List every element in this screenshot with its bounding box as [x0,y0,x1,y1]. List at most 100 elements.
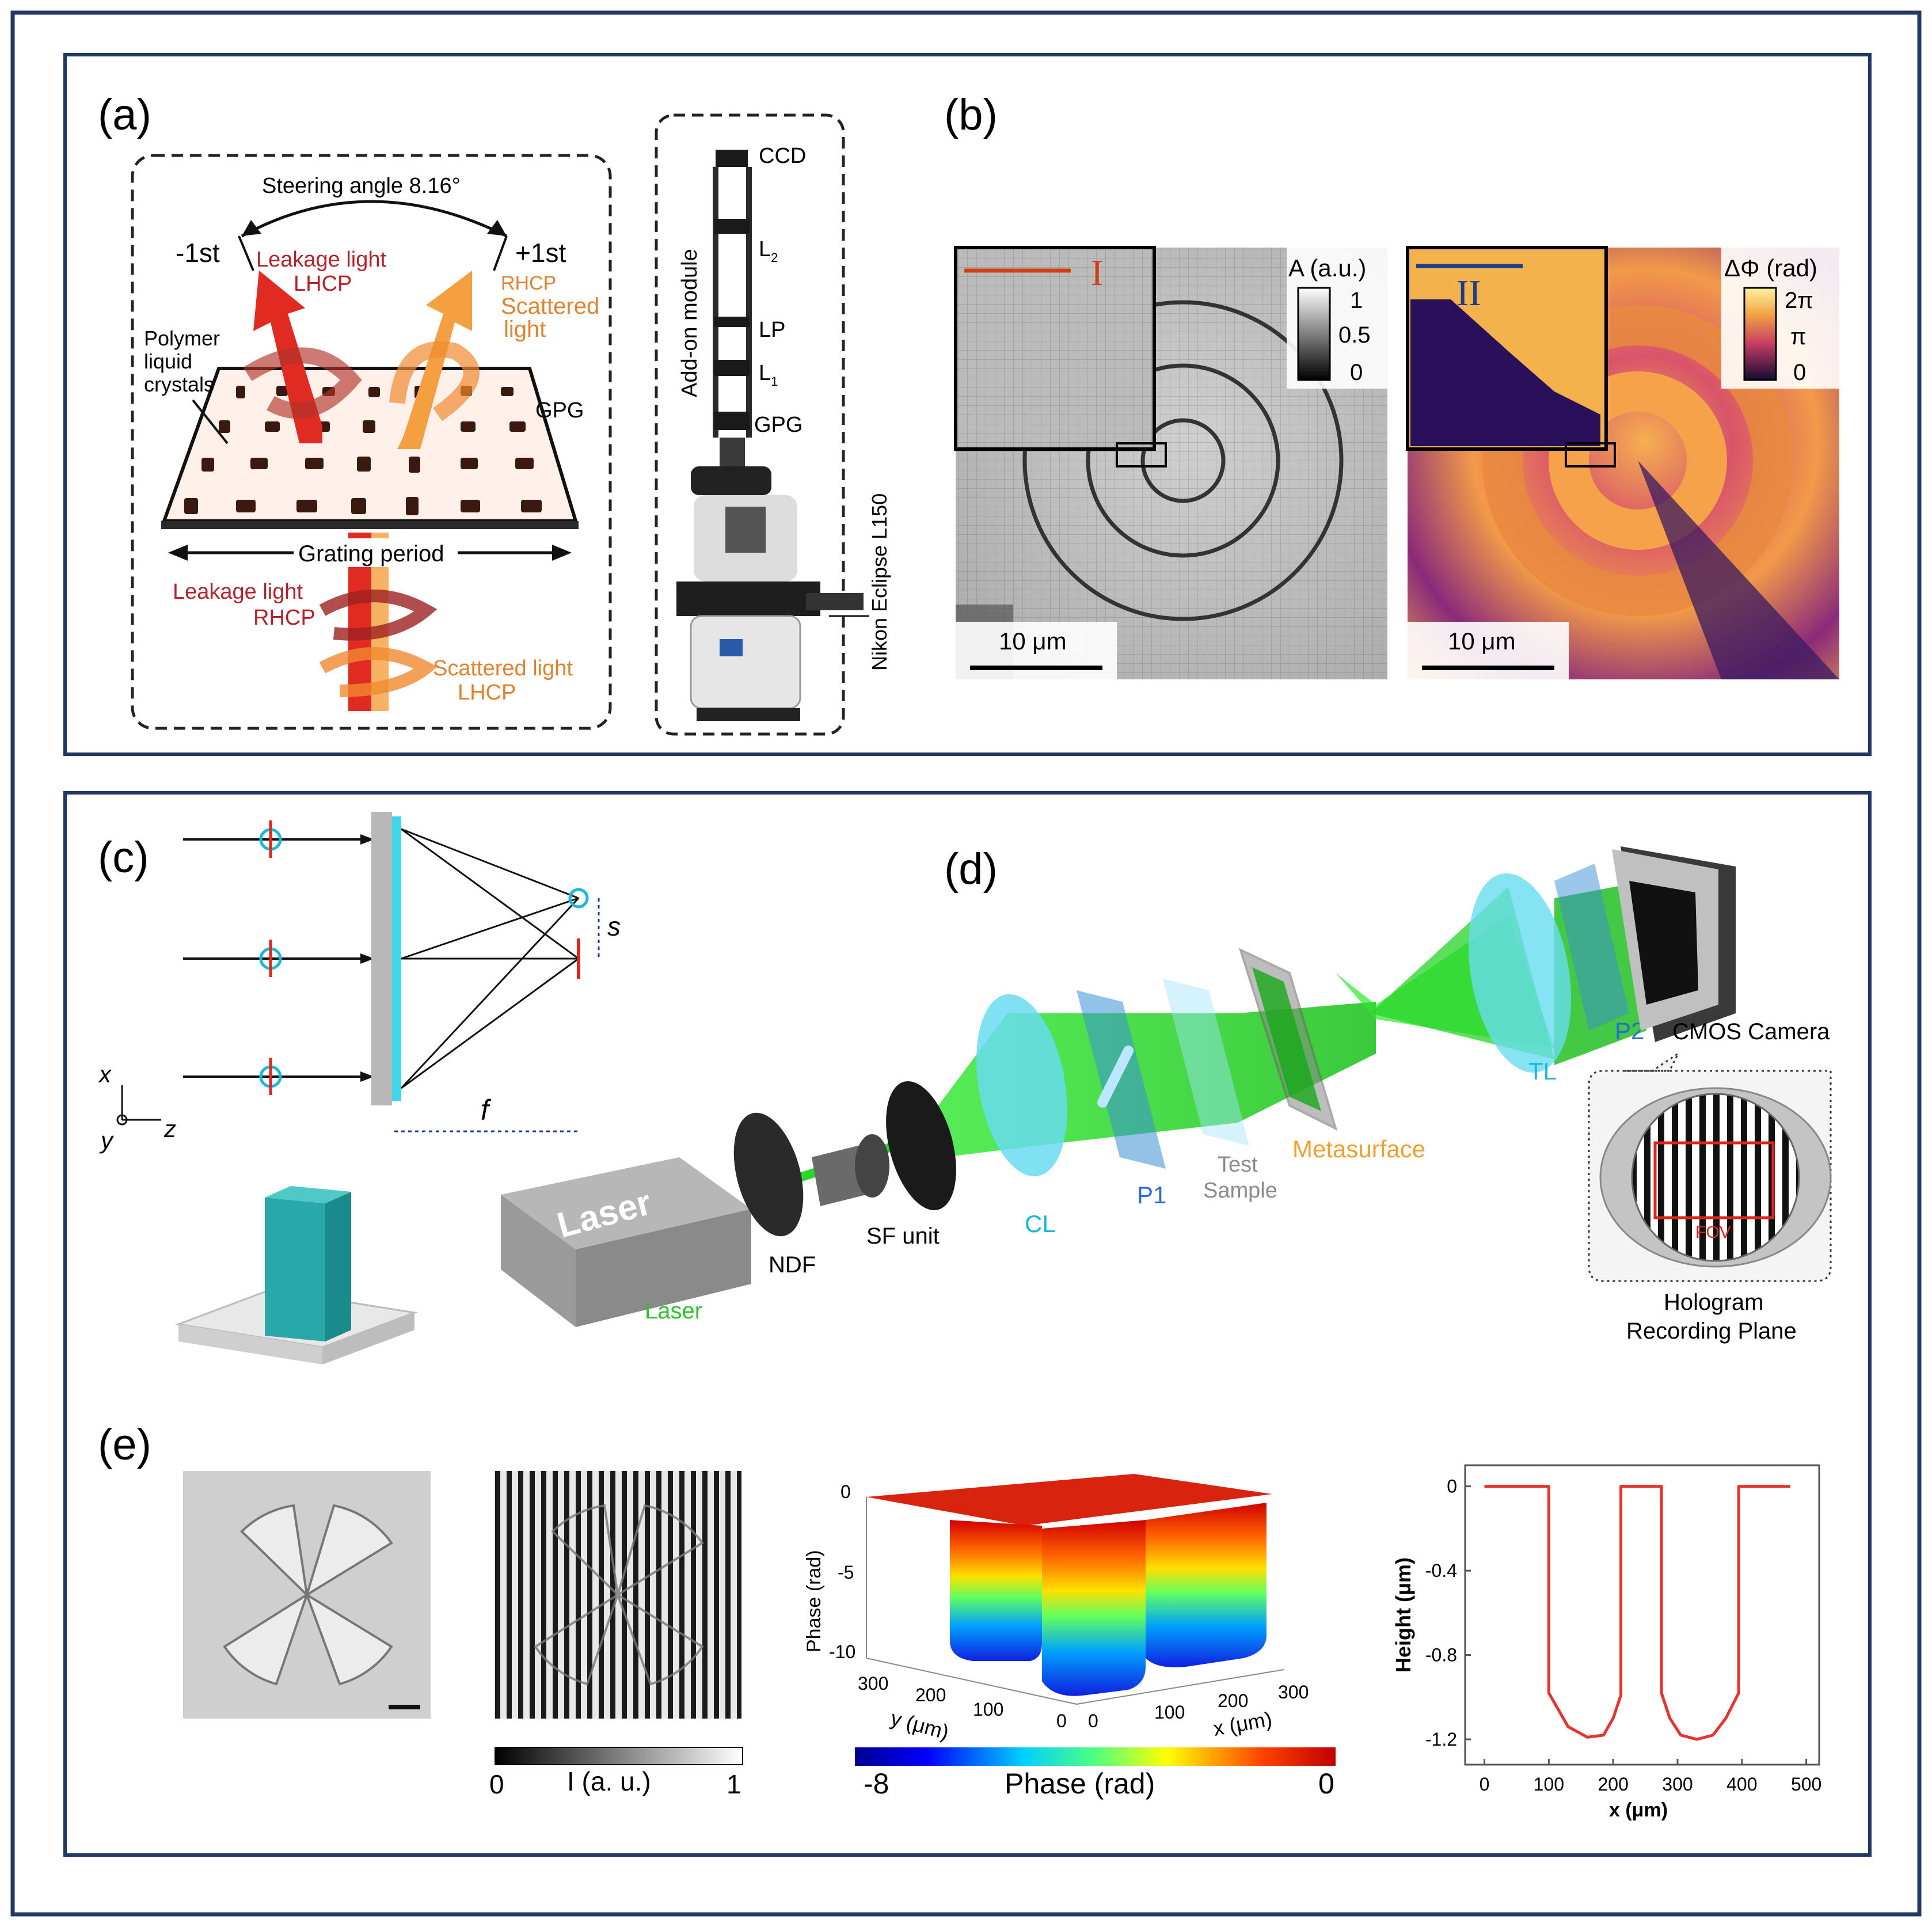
steering-angle-text: Steering angle 8.16° [262,174,461,198]
y-tick-0: 0 [1056,1711,1067,1731]
amp-colorbar-title: A (a.u.) [1288,254,1366,282]
polymer-text-3: crystals [144,373,214,396]
scattered-bottom-2: LHCP [458,681,516,705]
steering-arrow-right [487,220,507,236]
top-box [63,53,1872,756]
cmos-sensor [1629,881,1698,1005]
gpg-base [161,521,579,529]
p1-text: P1 [1137,1181,1166,1208]
cbar-label: Phase (rad) [1005,1768,1155,1800]
laser-text: Laser [645,1298,702,1324]
rotation-arrow-orange [389,341,480,421]
scattered-top-1: RHCP [501,272,556,294]
laser-box-side [576,1209,751,1327]
gpg2-text: GPG [754,413,803,437]
test-sample [1163,979,1249,1146]
tl-text: TL [1528,1058,1557,1085]
polarizer-1-axis [1097,1046,1134,1108]
inset-II-text: II [1456,272,1481,313]
order-plus-line [493,235,508,271]
laser-box-top [501,1157,751,1249]
grating-label-bg [294,538,458,567]
amp-tick-1: 1 [1350,288,1363,313]
polarizer-1 [1077,990,1166,1169]
axis-x-text: x [98,1061,112,1088]
intensity-colorbar [495,1747,743,1765]
sample-sectors [223,1504,393,1686]
y-tick-label: -0.4 [1425,1560,1457,1581]
microscope-text: Nikon Eclipse L150 [868,493,891,671]
scattered-beam-top [397,271,472,449]
scattered-top-2: Scattered [501,294,599,319]
inset-II-dark [1410,299,1600,446]
amp-tick-0: 0 [1350,360,1363,385]
x-tick-label: 300 [1662,1774,1693,1795]
rotation-arrow-bottom-orange [319,647,438,697]
l1-text: L1 [759,361,778,389]
grating-arrowhead-left [168,545,188,561]
pillar-side [325,1192,351,1341]
collimating-lens [976,994,1067,1177]
test-sample-text-1: Test [1218,1153,1258,1177]
metasurface-area [1252,967,1321,1111]
leakage-bottom-2: RHCP [253,606,315,630]
pillar-front [265,1198,325,1341]
phase-tick-m10: -10 [829,1641,855,1662]
addon-module-text: Add-on module [678,249,702,397]
polymer-pointer [192,399,229,444]
inset-I-text: I [1091,252,1103,293]
amp-colorbar [1297,287,1331,381]
phase-tick-0: 0 [841,1481,851,1502]
phase-tick-0: 0 [1793,360,1806,385]
x-tick-label: 0 [1480,1774,1490,1795]
hologram-text-2: Recording Plane [1626,1318,1797,1344]
scalebar-right-text: 10 μm [1448,628,1516,655]
inset-I-grid [956,248,1154,449]
order-minus-text: -1st [176,238,220,268]
phase-tick-pi: π [1790,324,1807,349]
focus-lcp [568,888,589,909]
microscope-photo [676,150,864,721]
panel-e-label: (e) [98,1420,151,1469]
panel-a-label: (a) [98,90,151,139]
ndf-disk [733,1112,804,1237]
cbar-max: 0 [1318,1768,1334,1800]
x-tick-200: 200 [1218,1690,1248,1711]
phase-rings [1482,305,1793,616]
liquid-crystal-molecules [184,386,542,515]
phase-dark-band [1638,461,1839,679]
cmos-text: CMOS Camera [1672,1019,1830,1044]
focusing-rays [400,828,580,1089]
scattered-bottom-1: Scattered light [433,656,573,681]
rotation-arrow-red [243,347,362,419]
amplitude-rings [1022,300,1344,621]
x-tick-100: 100 [1154,1702,1185,1723]
polymer-text-2: liquid [144,349,192,373]
leakage-bottom-1: Leakage light [173,580,303,604]
x-tick-300: 300 [1278,1682,1309,1702]
leakage-top-2: LHCP [294,272,352,296]
sf-unit-text: SF unit [866,1223,940,1249]
steering-arrow-left [242,220,261,236]
outer-frame [10,10,1922,1917]
lp-text: LP [759,318,785,342]
pillar-base-side [322,1313,414,1365]
chart-xlabel: x (μm) [1609,1799,1668,1821]
incident-arrowheads [360,834,374,1082]
panel-b-label: (b) [944,90,998,139]
x-tick-label: 400 [1726,1774,1757,1795]
l2-text: L2 [759,237,778,265]
fov-box [1653,1141,1775,1219]
y-tick-100: 100 [973,1699,1003,1720]
phase-colorbar-title: ΔΦ (rad) [1724,254,1817,282]
s-text: s [607,911,621,941]
intensity-max: 1 [727,1769,741,1799]
polymer-text-1: Polymer [144,326,220,350]
y-tick-300: 300 [858,1673,888,1694]
y-axis-label: y (μm) [888,1706,952,1744]
phase-axis-label: Phase (rad) [803,1550,825,1652]
y-tick-label: -1.2 [1425,1729,1457,1750]
grating-arrowhead-right [552,545,572,561]
